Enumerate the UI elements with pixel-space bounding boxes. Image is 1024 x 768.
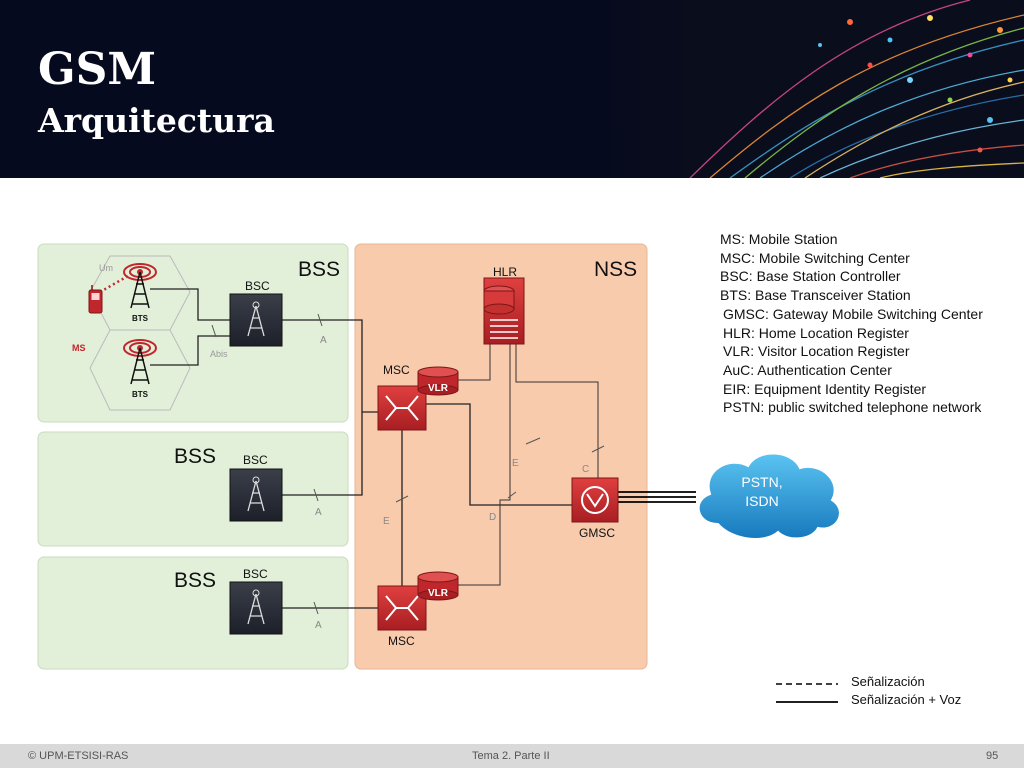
nss-label: NSS xyxy=(594,258,637,281)
bsc-device-icon xyxy=(229,468,283,522)
bsc-device-icon xyxy=(229,581,283,635)
legend-item: AuC: Authentication Center xyxy=(723,361,892,378)
legend-signal-voice-label: Señalización + Voz xyxy=(851,692,961,707)
msc-label: MSC xyxy=(388,634,415,648)
hlr-label: HLR xyxy=(493,265,517,279)
nss-region xyxy=(354,243,648,670)
c-interface-label: C xyxy=(582,464,589,475)
abis-link-1 xyxy=(150,288,230,321)
slide-title: GSM xyxy=(38,44,157,95)
a-interface-label: A xyxy=(320,335,327,346)
vlr-label: VLR xyxy=(428,383,449,394)
um-air-link xyxy=(99,274,129,294)
signal-vlr-hlr-2 xyxy=(440,342,511,586)
gsm-architecture-diagram: BSS BSS BSS NSS BSC BSC BSC BTS BTS MS U… xyxy=(37,243,961,707)
legend-item: EIR: Equipment Identity Register xyxy=(723,380,927,397)
bsc-label: BSC xyxy=(245,279,270,293)
legend-item: HLR: Home Location Register xyxy=(723,324,909,341)
d-interface-label: D xyxy=(489,512,496,523)
bts-label: BTS xyxy=(132,390,149,399)
ms-label: MS xyxy=(72,343,86,353)
legend-item: GMSC: Gateway Mobile Switching Center xyxy=(723,305,983,322)
legend-item: BSC: Base Station Controller xyxy=(720,268,901,285)
msc-label: MSC xyxy=(383,363,410,377)
gmsc-label: GMSC xyxy=(579,526,615,540)
e-interface-label: E xyxy=(383,516,390,527)
a-interface-label: A xyxy=(315,620,322,631)
signal-hlr-gmsc xyxy=(515,342,599,478)
um-interface-label: Um xyxy=(99,263,113,273)
a-link-2 xyxy=(282,412,363,496)
slide-subtitle: Arquitectura xyxy=(38,101,275,140)
msc-switch-icon xyxy=(377,385,427,431)
bsc-device-icon xyxy=(229,293,283,347)
abis-link-2 xyxy=(150,335,230,366)
pstn-label: PSTN, xyxy=(741,474,782,490)
a-interface-label: A xyxy=(315,507,322,518)
bsc-label: BSC xyxy=(243,567,268,581)
gmsc-switch-icon xyxy=(571,477,619,523)
cell-hexagon-2 xyxy=(89,329,191,411)
bts-tower-icon xyxy=(123,263,157,309)
legend-item: PSTN: public switched telephone network xyxy=(723,399,982,416)
legend-item: VLR: Visitor Location Register xyxy=(723,343,910,360)
pstn-cloud-icon xyxy=(697,452,841,540)
abis-interface-label: Abis xyxy=(210,349,228,359)
page-number: 95 xyxy=(986,750,999,762)
slide-footer: © UPM-ETSISI-RAS Tema 2. Parte II 95 xyxy=(0,744,1024,768)
legend-item: BTS: Base Transceiver Station xyxy=(720,287,911,304)
footer-topic: Tema 2. Parte II xyxy=(472,750,550,762)
isdn-label: ISDN xyxy=(745,493,778,509)
vlr-database-icon xyxy=(417,571,459,601)
bts-tower-icon xyxy=(123,339,157,385)
e-interface-label: E xyxy=(512,458,519,469)
bss-label: BSS xyxy=(174,569,216,592)
mobile-phone-icon xyxy=(88,285,103,314)
e-link-msc-gmsc xyxy=(426,403,572,506)
legend-signal-label: Señalización xyxy=(851,674,925,689)
a-link-1 xyxy=(282,319,378,413)
hlr-database-icon xyxy=(483,277,525,345)
fiber-optic-photo xyxy=(590,0,1024,178)
bss-region-1 xyxy=(37,243,349,423)
legend-item: MS: Mobile Station xyxy=(720,231,838,247)
vlr-label: VLR xyxy=(428,588,449,599)
bsc-label: BSC xyxy=(243,453,268,467)
legend-item: MSC: Mobile Switching Center xyxy=(720,249,910,266)
bss-label: BSS xyxy=(298,258,340,281)
vlr-database-icon xyxy=(417,366,459,396)
abbreviation-legend: MS: Mobile Station MSC: Mobile Switching… xyxy=(720,230,983,417)
copyright-text: © UPM-ETSISI-RAS xyxy=(28,750,129,762)
bts-label: BTS xyxy=(132,314,149,323)
bss-label: BSS xyxy=(174,445,216,468)
slide-header: GSM Arquitectura xyxy=(0,0,1024,178)
